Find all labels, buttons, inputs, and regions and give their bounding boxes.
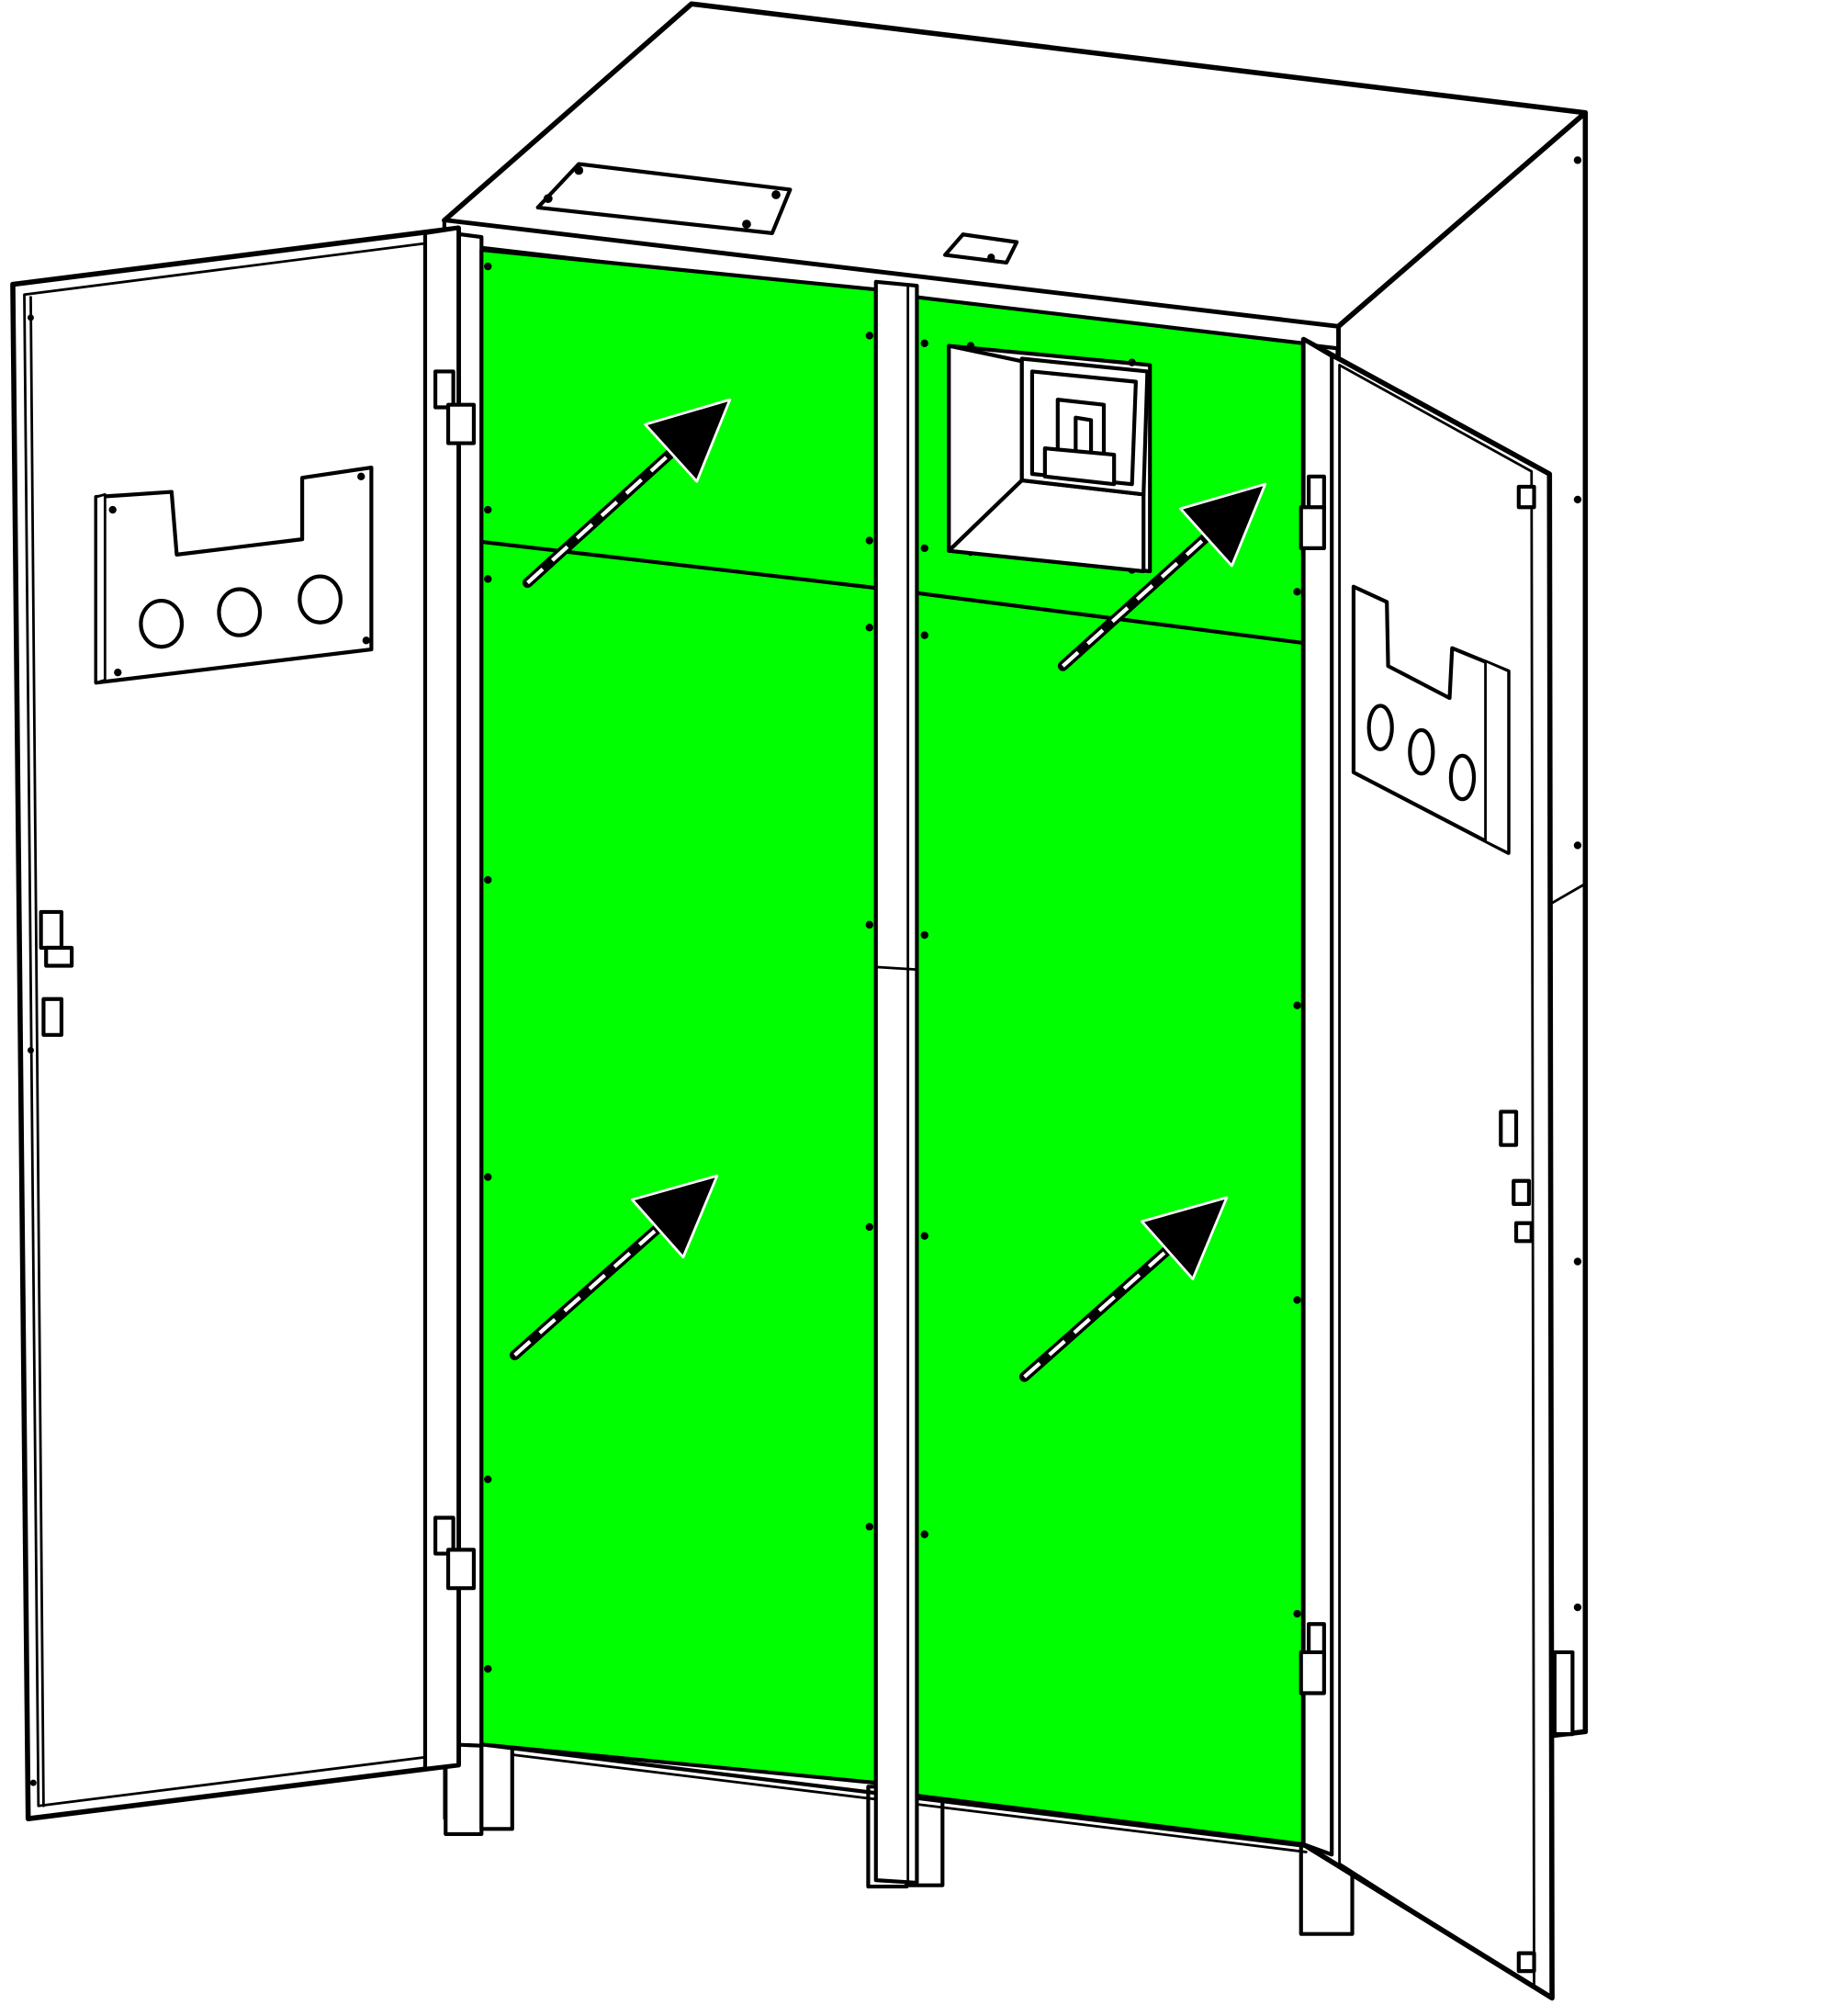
- left-door-cable-plate-side: [95, 492, 107, 684]
- right-door-hinges: [1299, 474, 1326, 1695]
- green-panel-left: [479, 247, 878, 1785]
- left-door-rib: [29, 296, 45, 1808]
- center-post-joint: [874, 965, 918, 972]
- panel-left-divider: [479, 539, 878, 591]
- airflow-arrow-head: [1141, 1196, 1229, 1280]
- airflow-arrows: [509, 398, 1267, 1382]
- airflow-arrow-shaft: [1018, 1241, 1176, 1382]
- airflow-arrow: [1057, 482, 1267, 671]
- left-door-inner: [23, 242, 427, 1808]
- left-door: [10, 225, 477, 1821]
- left-door-plate-screws: [108, 472, 370, 677]
- airflow-arrow-shaft: [1057, 528, 1216, 671]
- left-door-hinges: [433, 369, 477, 1591]
- left-door-latch: [39, 909, 74, 1037]
- left-door-panel: [10, 225, 461, 1821]
- top-small-plate: [943, 232, 1019, 265]
- airflow-arrow-head: [1179, 482, 1267, 568]
- airflow-arrow-head: [631, 1174, 719, 1259]
- side-seam: [1550, 882, 1587, 905]
- switch-base: [1042, 446, 1117, 487]
- right-door-cable-plate-side: [1484, 659, 1511, 855]
- right-door-latch: [1499, 1109, 1534, 1244]
- airflow-arrow-shaft: [522, 444, 680, 589]
- airflow-arrow: [1018, 1196, 1229, 1382]
- airflow-arrow-shaft: [509, 1220, 667, 1360]
- top-plate-screws: [543, 165, 781, 229]
- center-post: [873, 279, 919, 1885]
- top-small-screw: [987, 253, 995, 262]
- airflow-arrow-head: [644, 398, 732, 483]
- left-door-cable-holes: [139, 574, 343, 649]
- right-door-panel: [1300, 336, 1555, 2001]
- top-cable-plate: [535, 162, 793, 235]
- panel-screws: [484, 156, 1582, 1673]
- right-door: [1299, 336, 1555, 2001]
- right-door-edge: [1301, 337, 1334, 1857]
- right-door-top-bracket: [1516, 484, 1536, 510]
- airflow-arrow: [509, 1174, 719, 1360]
- airflow-arrow: [522, 398, 732, 589]
- right-door-bottom-bracket: [1516, 1951, 1536, 1974]
- left-door-edge-holes: [27, 314, 37, 1786]
- right-door-cable-holes: [1366, 704, 1477, 802]
- right-door-inner: [1338, 364, 1535, 1989]
